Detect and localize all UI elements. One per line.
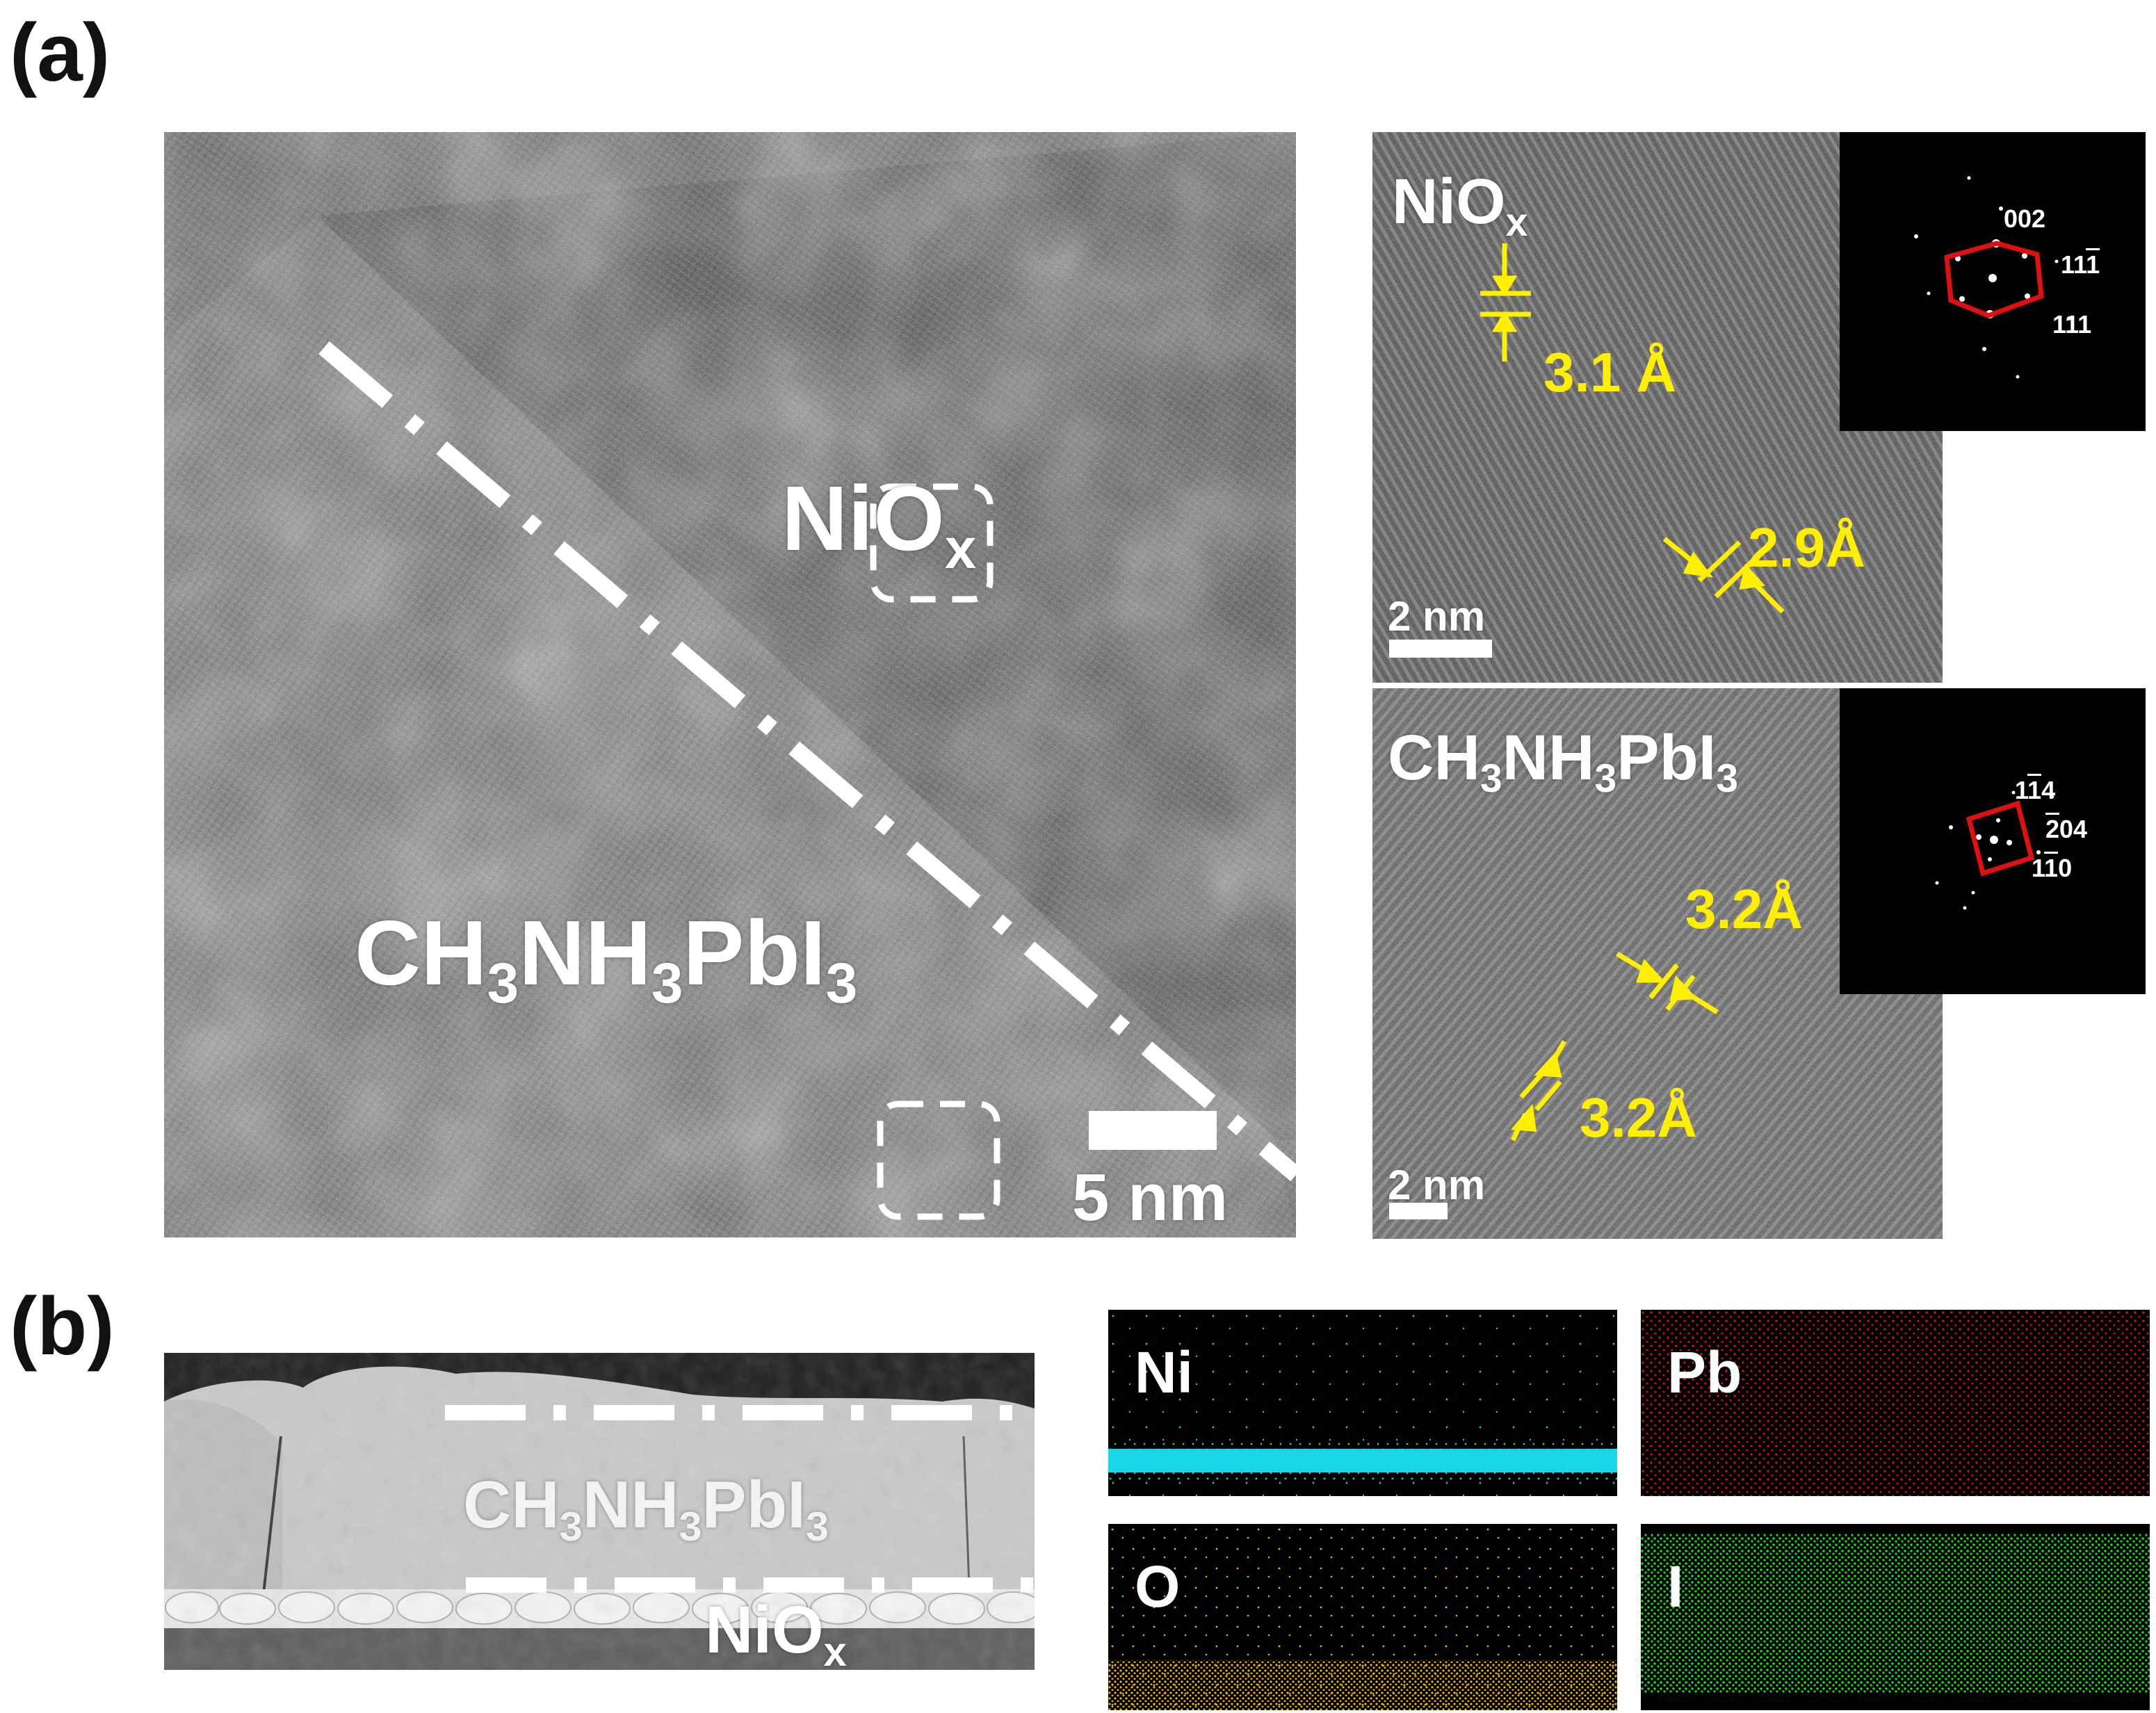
perov-spacing-1: 3.2Å <box>1685 878 1803 940</box>
nio-region-box <box>870 483 994 603</box>
nio-spacing-2: 2.9Å <box>1748 517 1865 578</box>
eds-map-ni: Ni <box>1108 1310 1617 1496</box>
eds-i-label: I <box>1667 1554 1684 1619</box>
eds-ni-dots <box>1108 1310 1617 1496</box>
perov-fft-index-1bar10: 110 <box>2032 854 2073 882</box>
main-nio-label: NiOx <box>781 467 977 581</box>
perov-fft-index-114: 114 <box>2015 776 2056 804</box>
cross-nio-label: NiOx <box>705 1593 847 1670</box>
perov-fft-pattern <box>1935 790 2054 910</box>
perov-inset-label: CH3NH3PbI3 <box>1388 722 1739 802</box>
perov-region-box <box>877 1101 1000 1220</box>
main-perovskite-label: CH3NH3PbI3 <box>355 902 858 1016</box>
nio-fft-index-002: 002 <box>2004 204 2046 233</box>
eds-i-dots <box>1641 1534 2150 1694</box>
perov-fft-image: 114 204 110 <box>1840 688 2146 994</box>
perov-scale-label: 2 nm <box>1388 1162 1486 1208</box>
panel-b-letter: (b) <box>10 1281 115 1372</box>
eds-ni-label: Ni <box>1135 1340 1193 1405</box>
cross-section-texture <box>164 1353 1035 1670</box>
interface-line <box>318 341 1296 1182</box>
eds-map-pb: Pb <box>1641 1310 2150 1496</box>
eds-map-o: O <box>1108 1524 1617 1710</box>
nio-fft-image: 002 111 111 <box>1840 132 2146 431</box>
nio-fft-index-111: 111 <box>2052 310 2092 339</box>
eds-map-i: I <box>1641 1524 2150 1710</box>
eds-pb-dots <box>1641 1310 2150 1496</box>
nio-fft-pattern <box>1914 176 2071 379</box>
nio-inset-label: NiOx <box>1392 166 1528 245</box>
main-hrtem-image: NiOx CH3NH3PbI3 5 nm <box>164 132 1296 1237</box>
panel-a-letter: (a) <box>10 7 111 99</box>
perov-spacing-2: 3.2Å <box>1580 1087 1697 1148</box>
cross-perovskite-label: CH3NH3PbI3 <box>463 1468 829 1550</box>
cross-section-image: CH3NH3PbI3 NiOx <box>164 1353 1035 1670</box>
main-hrtem-texture <box>164 132 1296 1237</box>
eds-o-label: O <box>1135 1554 1181 1619</box>
main-scale-label: 5 nm <box>1072 1160 1229 1235</box>
nio-fft-hexagon <box>1944 241 2044 318</box>
nio-fft-index-11-1bar: 111 <box>2061 250 2100 279</box>
perov-fft-square <box>1965 800 2035 877</box>
eds-o-dots <box>1108 1524 1617 1710</box>
perov-fft-index-2bar04: 204 <box>2045 815 2088 843</box>
nio-spacing-1: 3.1 Å <box>1543 341 1677 403</box>
nio-scale-label: 2 nm <box>1388 593 1486 640</box>
main-scale-bar <box>1089 1111 1217 1150</box>
eds-pb-label: Pb <box>1667 1340 1742 1405</box>
